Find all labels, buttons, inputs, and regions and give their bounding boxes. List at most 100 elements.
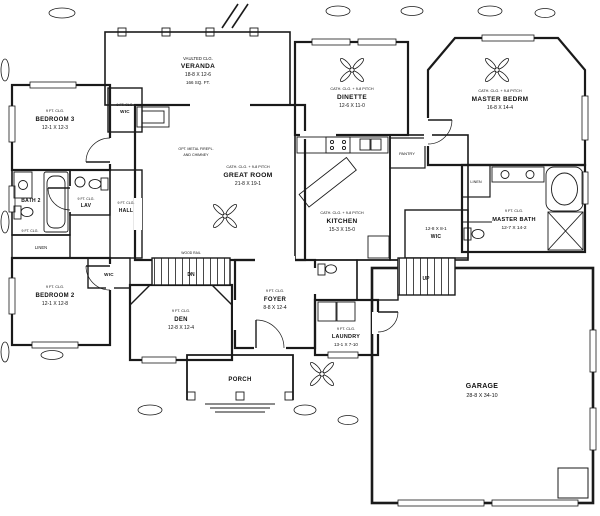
column-icon [161, 27, 171, 37]
column-icon [186, 391, 196, 401]
lav-fixtures [74, 176, 109, 191]
shrub-icon [48, 7, 76, 19]
label-pantry-name: PANTRY [399, 151, 415, 156]
double-vanity-icon [491, 166, 545, 183]
bedroom2-door [85, 264, 114, 291]
sink-icon [74, 176, 86, 188]
label-garage-dims: 28-8 X 34-10 [466, 393, 497, 399]
wall-foyer [233, 258, 317, 350]
window [581, 95, 589, 141]
label-master-bedrm-name: MASTER BEDRM [472, 96, 529, 103]
window [481, 34, 535, 42]
label-dinette-dims: 12-6 X 11-0 [339, 103, 365, 109]
label-great-room-name: GREAT ROOM [223, 172, 272, 179]
label-linen-hall: LINEN [35, 245, 47, 250]
label-wic-master-name: WIC [431, 234, 442, 240]
shower-icon [547, 211, 584, 251]
label-bedroom3-name: BEDROOM 3 [35, 117, 74, 123]
wall-mud-closet-b [356, 259, 399, 301]
label-garage-name: GARAGE [466, 383, 499, 390]
rear-stair [397, 257, 456, 296]
window [8, 185, 16, 213]
master-bedrm-door [424, 118, 453, 146]
wall-master-bath [460, 163, 587, 254]
toilet-tank-icon [100, 177, 109, 191]
label-lav-name: LAV [81, 203, 92, 209]
mud-powder-fixtures [317, 263, 337, 276]
label-linen-master: LINEN [470, 180, 481, 184]
column-icon [235, 391, 245, 401]
label-wic-master-dims: 12-8 X 8-1 [425, 226, 447, 231]
shrub-icon [477, 5, 503, 17]
label-hall-ceiling: 9 FT. CLG. [118, 201, 135, 205]
shower-hatch [547, 211, 584, 251]
label-porch-name: PORCH [228, 377, 251, 383]
window [8, 277, 16, 315]
wall-great-room [133, 103, 307, 262]
range-icon [325, 136, 351, 154]
kitchen-fixtures [296, 136, 390, 259]
wall-mud-closet-a [314, 259, 358, 301]
label-dinette-ceiling: CATH. CLG. + 9-8 PITCH [330, 87, 374, 91]
window [31, 341, 79, 349]
tub-icon [545, 166, 584, 212]
shrub-icon [0, 58, 10, 82]
stairs [151, 257, 456, 296]
label-wic-bedroom2-name: WIC [104, 272, 114, 277]
toilet-icon [325, 264, 337, 274]
shrub-icon [337, 415, 359, 425]
wall-openings [134, 101, 432, 330]
front-door [254, 319, 286, 352]
label-great-room-dims: 21-8 X 19-1 [235, 181, 261, 187]
label-laundry-name: LAUNDRY [332, 334, 360, 340]
label-foyer-name: FOYER [264, 297, 287, 303]
ceiling-fan-icon [211, 202, 239, 230]
patio-door [357, 38, 397, 46]
opening-foyer-mud [311, 268, 319, 294]
note-fireplace-2: AND CHIMNEY [183, 153, 209, 157]
wall-kitchen [294, 134, 391, 261]
label-great-room-ceiling: CATH. CLG. + 9-8 PITCH [226, 165, 270, 169]
ceiling-fan-icon [483, 56, 511, 84]
window [29, 81, 77, 89]
chimney-mark [221, 3, 249, 29]
label-bedroom3-dims: 12-1 X 12-3 [42, 125, 68, 131]
note-stair-down: DN [187, 272, 195, 278]
opening-rear-hall [424, 176, 432, 204]
laundry-garage-door [372, 311, 399, 334]
label-den-name: DEN [174, 317, 188, 323]
column-icon [249, 27, 259, 37]
window [327, 351, 359, 359]
wall-den-chamfer-left [129, 284, 151, 306]
sink-icon [500, 170, 510, 179]
window [589, 407, 597, 451]
dryer-icon [336, 301, 356, 322]
window [141, 356, 177, 364]
doors [47, 118, 453, 352]
sink-icon [370, 138, 382, 151]
opening-foyer-den [233, 300, 241, 330]
fireplace-icon [136, 106, 170, 128]
label-laundry-dims: 13-1 X 7-10 [334, 342, 358, 347]
note-fireplace-1: OPT. METAL FIREPL. [178, 147, 213, 151]
label-veranda-ceiling: VAULTED CLG. [183, 56, 213, 61]
window [581, 171, 589, 205]
vanity-icon [13, 171, 33, 199]
label-veranda-name: VERANDA [181, 63, 215, 70]
ceiling-fan-icon [308, 360, 336, 388]
washer-icon [317, 301, 337, 322]
wall-master-bedrm [426, 36, 587, 167]
label-dinette-name: DINETTE [337, 94, 367, 101]
tub-inner [46, 175, 66, 229]
patio-door [311, 38, 351, 46]
basement-stair [151, 257, 231, 286]
note-stair-up: UP [423, 276, 431, 282]
label-bedroom2-dims: 12-1 X 12-8 [42, 301, 68, 307]
window [589, 329, 597, 373]
wall-linen-master [461, 164, 491, 198]
label-foyer-dims: 8-8 X 12-4 [263, 305, 287, 311]
toilet-icon [88, 178, 102, 190]
column-icon [117, 27, 127, 37]
